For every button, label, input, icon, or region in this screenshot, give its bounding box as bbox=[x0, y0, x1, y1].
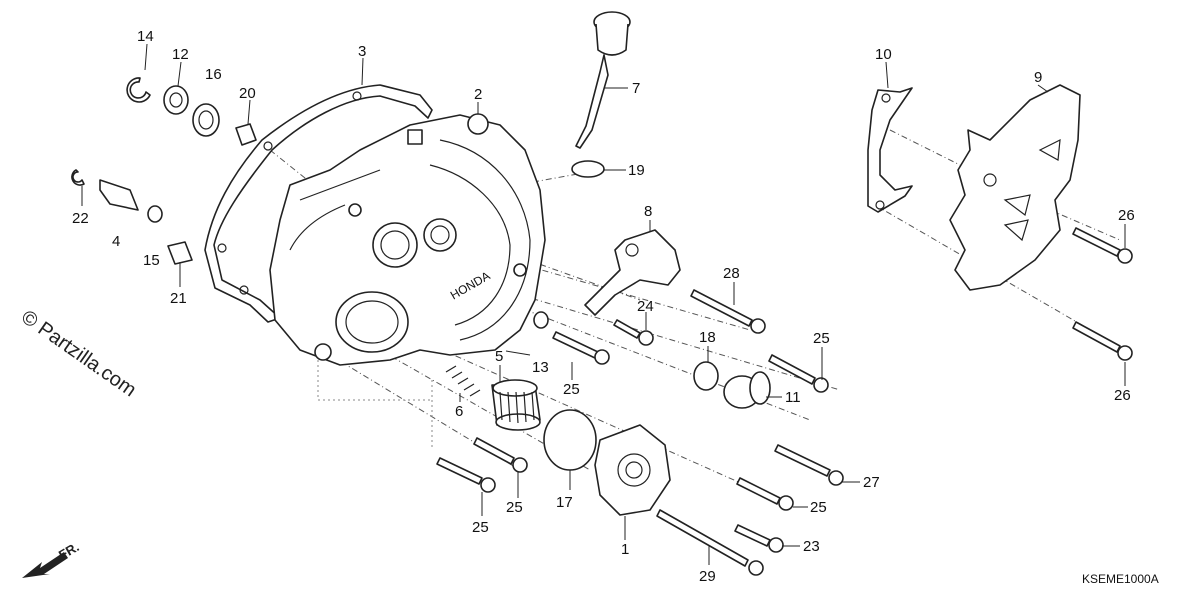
callout-29: 29 bbox=[699, 568, 716, 585]
callouts: 14 12 16 20 3 2 7 19 8 10 9 28 26 24 25 … bbox=[72, 28, 1135, 585]
front-arrow: FR. bbox=[22, 539, 82, 578]
left-small-parts bbox=[71, 77, 257, 265]
callout-3: 3 bbox=[358, 43, 366, 60]
callout-14: 14 bbox=[137, 28, 154, 45]
breather-bracket bbox=[584, 229, 681, 316]
shaft-4 bbox=[99, 179, 139, 211]
callout-6: 6 bbox=[455, 403, 463, 420]
callout-25-mid: 25 bbox=[563, 381, 580, 398]
oil-seal-16 bbox=[192, 103, 220, 137]
callout-25-left: 25 bbox=[506, 499, 523, 516]
callout-24: 24 bbox=[637, 298, 654, 315]
o-ring-19 bbox=[571, 160, 605, 178]
front-arrow-icon bbox=[22, 552, 68, 578]
callout-9: 9 bbox=[1034, 69, 1042, 86]
oil-filter bbox=[491, 379, 541, 431]
gasket bbox=[204, 84, 433, 323]
diagram-code: KSEME1000A bbox=[1082, 572, 1159, 586]
sprocket-cover bbox=[949, 84, 1081, 291]
callout-22: 22 bbox=[72, 210, 89, 227]
callout-11: 11 bbox=[785, 389, 801, 406]
callout-26-top: 26 bbox=[1118, 207, 1135, 224]
spring bbox=[445, 365, 481, 397]
callout-1: 1 bbox=[621, 541, 629, 558]
dowel-pin-15 bbox=[167, 241, 193, 265]
clip-22 bbox=[71, 169, 85, 186]
callout-12: 12 bbox=[172, 46, 189, 63]
washer-13 bbox=[533, 311, 549, 329]
dowel-pin-20 bbox=[235, 123, 257, 146]
leader-lines bbox=[81, 43, 1126, 565]
callout-19: 19 bbox=[628, 162, 645, 179]
callout-13: 13 bbox=[532, 359, 549, 376]
callout-28: 28 bbox=[723, 265, 740, 282]
callout-25-right: 25 bbox=[813, 330, 830, 347]
filter-o-ring bbox=[543, 409, 597, 471]
oil-filter-cover bbox=[594, 424, 671, 516]
plug-11 bbox=[723, 371, 771, 409]
callout-26-bottom: 26 bbox=[1114, 387, 1131, 404]
callout-15: 15 bbox=[143, 252, 160, 269]
callout-4: 4 bbox=[112, 233, 120, 250]
o-ring-18 bbox=[693, 361, 719, 391]
callout-23: 23 bbox=[803, 538, 820, 555]
crankcase-cover: HONDA bbox=[269, 113, 546, 366]
callout-25-bottom-left: 25 bbox=[472, 519, 489, 536]
callout-21: 21 bbox=[170, 290, 187, 307]
callout-7: 7 bbox=[632, 80, 640, 97]
snap-ring-14 bbox=[126, 77, 151, 103]
watermark: © Partzilla.com bbox=[17, 306, 140, 401]
oil-filler-cap bbox=[575, 11, 631, 149]
sprocket-cover-gasket bbox=[867, 87, 913, 213]
callout-10: 10 bbox=[875, 46, 892, 63]
callout-25-lower: 25 bbox=[810, 499, 827, 516]
bolts bbox=[436, 227, 1133, 576]
callout-18: 18 bbox=[699, 329, 716, 346]
callout-20: 20 bbox=[239, 85, 256, 102]
washer-12 bbox=[163, 85, 189, 115]
callout-8: 8 bbox=[644, 203, 652, 220]
callout-2: 2 bbox=[474, 86, 482, 103]
callout-17: 17 bbox=[556, 494, 573, 511]
callout-27: 27 bbox=[863, 474, 880, 491]
callout-16: 16 bbox=[205, 66, 222, 83]
callout-5: 5 bbox=[495, 348, 503, 365]
